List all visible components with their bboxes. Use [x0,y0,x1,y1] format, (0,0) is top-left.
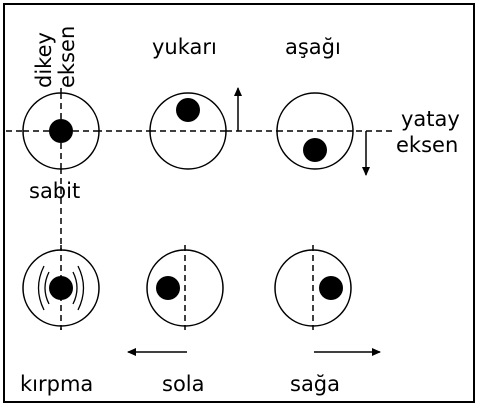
eye-down [276,92,354,170]
label-right: sağa [290,372,340,396]
pupil [156,276,180,300]
horizontal-axis-label-line1: yatay [401,107,460,131]
pupil [49,276,73,300]
pupil [176,98,200,122]
label-up: yukarı [152,35,217,59]
eye-right [274,245,352,330]
label-blink: kırpma [20,372,93,396]
label-down: aşağı [285,35,341,59]
pupil [49,119,73,143]
horizontal-axis-label-line2: eksen [396,133,458,157]
eye-fixed [22,92,100,170]
label-fixed: sabit [29,179,80,203]
eye-up [149,92,227,170]
pupil [303,138,327,162]
label-left: sola [162,372,205,396]
vertical-axis-label-line1: dikey [32,32,56,88]
diagram-frame [3,3,475,403]
pupil [319,276,343,300]
eye-blink [22,245,100,330]
eye-left [146,245,224,330]
vertical-axis-label-line2: eksen [55,26,79,88]
